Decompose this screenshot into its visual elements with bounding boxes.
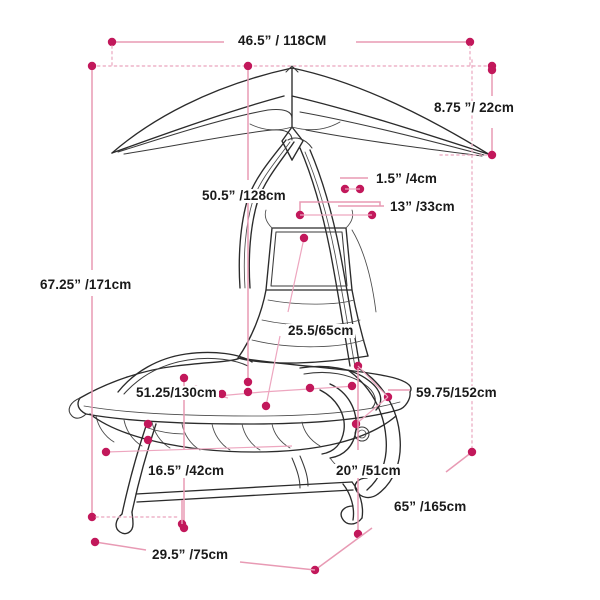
- dimension-overall-height: [87, 70, 181, 522]
- dimension-label-backrest-height: 25.5/65cm: [286, 323, 356, 339]
- dimension-label-seat-to-canopy-height: 50.5” /128cm: [200, 188, 288, 204]
- dimension-backrest-height: [261, 233, 309, 411]
- dimension-label-base-height: 20” /51cm: [334, 463, 403, 479]
- dimension-label-seat-height: 16.5” /42cm: [146, 463, 227, 479]
- dimension-canopy-width: [107, 37, 475, 67]
- dimension-label-frame-tube-width: 1.5” /4cm: [374, 171, 439, 187]
- dimension-label-overall-height: 67.25” /171cm: [38, 277, 134, 293]
- seat-cushion-and-footrest: [68, 351, 412, 453]
- dimension-label-base-depth: 65” /165cm: [392, 499, 469, 515]
- dimension-label-headrest-width: 13” /33cm: [388, 199, 457, 215]
- dimension-headrest-width: [295, 201, 384, 220]
- dimension-seat-to-canopy-height: [243, 70, 253, 387]
- dimension-label-base-width: 29.5” /75cm: [150, 547, 231, 563]
- umbrella-canopy: [111, 65, 491, 161]
- dimension-label-canopy-droop: 8.75 ”/ 22cm: [432, 100, 517, 116]
- dimension-label-overall-length: 59.75/152cm: [414, 385, 499, 401]
- backrest-and-headrest: [237, 209, 377, 364]
- dimension-base-width: [90, 500, 316, 571]
- dimension-label-canopy-width: 46.5” / 118CM: [236, 33, 329, 49]
- dimension-label-seat-length: 51.25/130cm: [134, 385, 219, 401]
- dimension-frame-tube-width: [340, 177, 368, 194]
